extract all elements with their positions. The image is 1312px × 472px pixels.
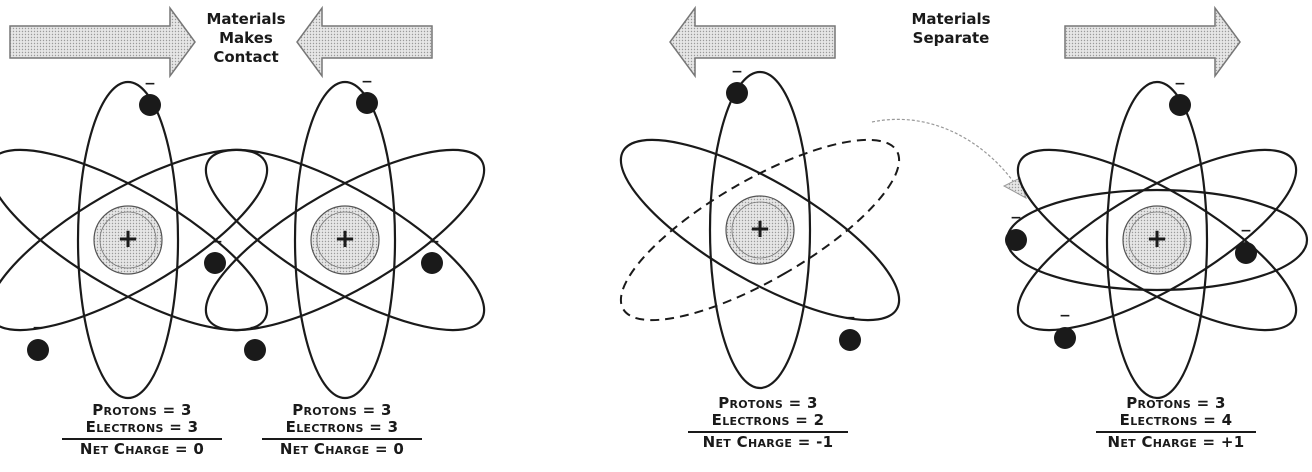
arrow-left-separate: [670, 8, 835, 76]
electrons-count: Electrons = 2: [688, 412, 848, 429]
electrons-count: Electrons = 4: [1096, 412, 1256, 429]
electrons-count: Electrons = 3: [62, 419, 222, 436]
svg-text:−: −: [731, 64, 743, 80]
proton-plus-symbol: +: [117, 224, 139, 254]
electron: −: [726, 64, 748, 104]
caption-line: Makes: [196, 29, 296, 48]
electron: −: [421, 234, 443, 274]
arrow-right-contact: [10, 8, 195, 76]
net-charge: Net Charge = -1: [688, 431, 848, 451]
caption-line: Separate: [896, 29, 1006, 48]
electrons-count: Electrons = 3: [262, 419, 422, 436]
proton-plus-symbol: +: [1146, 224, 1168, 254]
caption-line: Materials: [896, 10, 1006, 29]
svg-text:−: −: [211, 234, 223, 250]
svg-text:−: −: [32, 320, 44, 336]
protons-count: Protons = 3: [1096, 395, 1256, 412]
caption-materials-separate: Materials Separate: [896, 10, 1006, 48]
svg-text:−: −: [428, 234, 440, 250]
svg-text:−: −: [1174, 76, 1186, 92]
proton-plus-symbol: +: [749, 214, 771, 244]
proton-plus-symbol: +: [334, 224, 356, 254]
net-charge: Net Charge = 0: [262, 438, 422, 458]
svg-text:−: −: [249, 320, 261, 336]
atom-left-2-stats: Protons = 3 Electrons = 3 Net Charge = 0: [262, 402, 422, 458]
svg-text:−: −: [844, 310, 856, 326]
atom-right-2: + − − − −: [995, 76, 1312, 398]
svg-text:−: −: [144, 76, 156, 92]
atom-right-1-stats: Protons = 3 Electrons = 2 Net Charge = -…: [688, 395, 848, 451]
protons-count: Protons = 3: [688, 395, 848, 412]
atom-right-2-stats: Protons = 3 Electrons = 4 Net Charge = +…: [1096, 395, 1256, 451]
electron: −: [204, 234, 226, 274]
svg-text:−: −: [1010, 210, 1022, 226]
svg-text:−: −: [1059, 308, 1071, 324]
caption-line: Materials: [196, 10, 296, 29]
electron: −: [1169, 76, 1191, 116]
arrow-right-separate: [1065, 8, 1240, 76]
atom-right-1: + − −: [598, 64, 922, 388]
caption-materials-makes-contact: Materials Makes Contact: [196, 10, 296, 67]
atom-left-1-stats: Protons = 3 Electrons = 3 Net Charge = 0: [62, 402, 222, 458]
protons-count: Protons = 3: [62, 402, 222, 419]
electron-transfer-arrow: [872, 119, 1026, 198]
electron: −: [356, 74, 378, 114]
svg-text:−: −: [1240, 223, 1252, 239]
net-charge: Net Charge = +1: [1096, 431, 1256, 451]
arrow-left-contact: [297, 8, 432, 76]
caption-line: Contact: [196, 48, 296, 67]
electron: −: [139, 76, 161, 116]
svg-text:−: −: [361, 74, 373, 90]
protons-count: Protons = 3: [262, 402, 422, 419]
atom-left-2: + − − −: [183, 74, 507, 398]
net-charge: Net Charge = 0: [62, 438, 222, 458]
electron: −: [1235, 223, 1257, 264]
